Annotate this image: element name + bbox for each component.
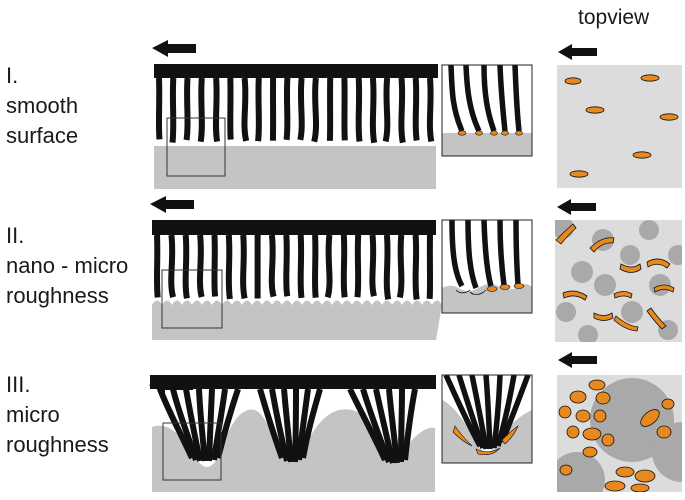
fib2-fiber — [283, 234, 291, 297]
fib2-fiber — [369, 234, 377, 297]
fib2-fiber — [225, 234, 233, 300]
row-1-topview-panel — [557, 44, 682, 188]
row-3-backing — [150, 375, 436, 389]
fib1-fiber — [197, 77, 205, 143]
fib1-fiber — [255, 77, 262, 142]
fib2-fiber — [240, 234, 248, 299]
fib1-fiber — [398, 77, 406, 144]
row-label-1: I. smooth surface — [6, 63, 78, 148]
row-1-backing — [154, 64, 438, 78]
row-1-main-panel — [152, 40, 438, 189]
row-2-numeral: II. — [6, 223, 24, 248]
row-3-zoom-marker — [162, 422, 222, 481]
row-1-numeral: I. — [6, 63, 18, 88]
fib2-fiber — [383, 234, 392, 300]
row-2-zoom-panel — [441, 219, 533, 314]
fib2-fiber — [153, 234, 161, 298]
fib1-fiber — [382, 77, 391, 143]
row-3-fibers — [157, 387, 418, 464]
fib2-fiber — [211, 234, 219, 297]
row-1-zoom-marker — [166, 117, 226, 177]
row-1-substrate — [154, 146, 436, 189]
row-2-zoom-marker — [161, 269, 223, 329]
fib1-fiber — [183, 77, 191, 141]
row-1-topview-arrow — [558, 44, 597, 60]
fib2-fiber — [168, 234, 177, 298]
row-2-main-panel — [150, 196, 442, 340]
row-3-main-panel — [149, 375, 436, 492]
row-1-fibers — [155, 77, 435, 144]
row-3-topview-panel — [557, 352, 682, 492]
topview-label: topview — [578, 6, 650, 29]
row-1-line-2: surface — [6, 123, 78, 148]
fib2-fiber — [324, 234, 333, 299]
fib2-fiber — [412, 234, 420, 300]
fib1-fiber — [369, 77, 378, 144]
row-3-topview-arrow — [558, 352, 597, 368]
row-3-line-1: micro — [6, 402, 60, 427]
fib1-fiber — [212, 77, 221, 143]
fib2-fiber — [182, 234, 190, 299]
row-2-topview-arrow — [557, 199, 596, 215]
row-2-substrate — [152, 300, 442, 340]
fib1-fiber — [283, 77, 291, 141]
row-2-fibers — [153, 234, 434, 300]
fib1-fiber — [241, 77, 250, 142]
fib1-fiber — [426, 77, 435, 143]
row-2-line-2: roughness — [6, 283, 109, 308]
fib2-fiber — [340, 234, 348, 298]
fib1-fiber — [297, 77, 305, 141]
fib2-fiber — [268, 234, 277, 298]
row-1-zoom-panel — [441, 64, 533, 157]
fib2-fiber — [312, 234, 319, 299]
fib2-fiber — [396, 234, 405, 299]
fib2-fiber — [354, 234, 362, 298]
row-2-line-1: nano - micro — [6, 253, 128, 278]
row-2-arrow — [150, 196, 194, 213]
row-3-substrate — [152, 409, 435, 492]
fib2-fiber — [197, 234, 205, 298]
row-3-line-2: roughness — [6, 432, 109, 457]
fib1-fiber — [169, 77, 177, 143]
row-3-zoom-panel — [441, 374, 533, 464]
row-label-2: II. nano - micro roughness — [6, 223, 128, 308]
fib1-fiber — [412, 77, 420, 141]
row-1-arrow — [152, 40, 196, 57]
row-label-3: III. micro roughness — [6, 372, 109, 457]
fib1-fiber — [355, 77, 363, 142]
row-1-line-1: smooth — [6, 93, 78, 118]
fib1-fiber — [155, 77, 163, 140]
fib1-fiber — [311, 77, 320, 143]
row-2-backing — [152, 220, 436, 235]
fib2-fiber — [297, 234, 305, 299]
row-2-topview-panel — [555, 199, 682, 342]
row-3-numeral: III. — [6, 372, 30, 397]
